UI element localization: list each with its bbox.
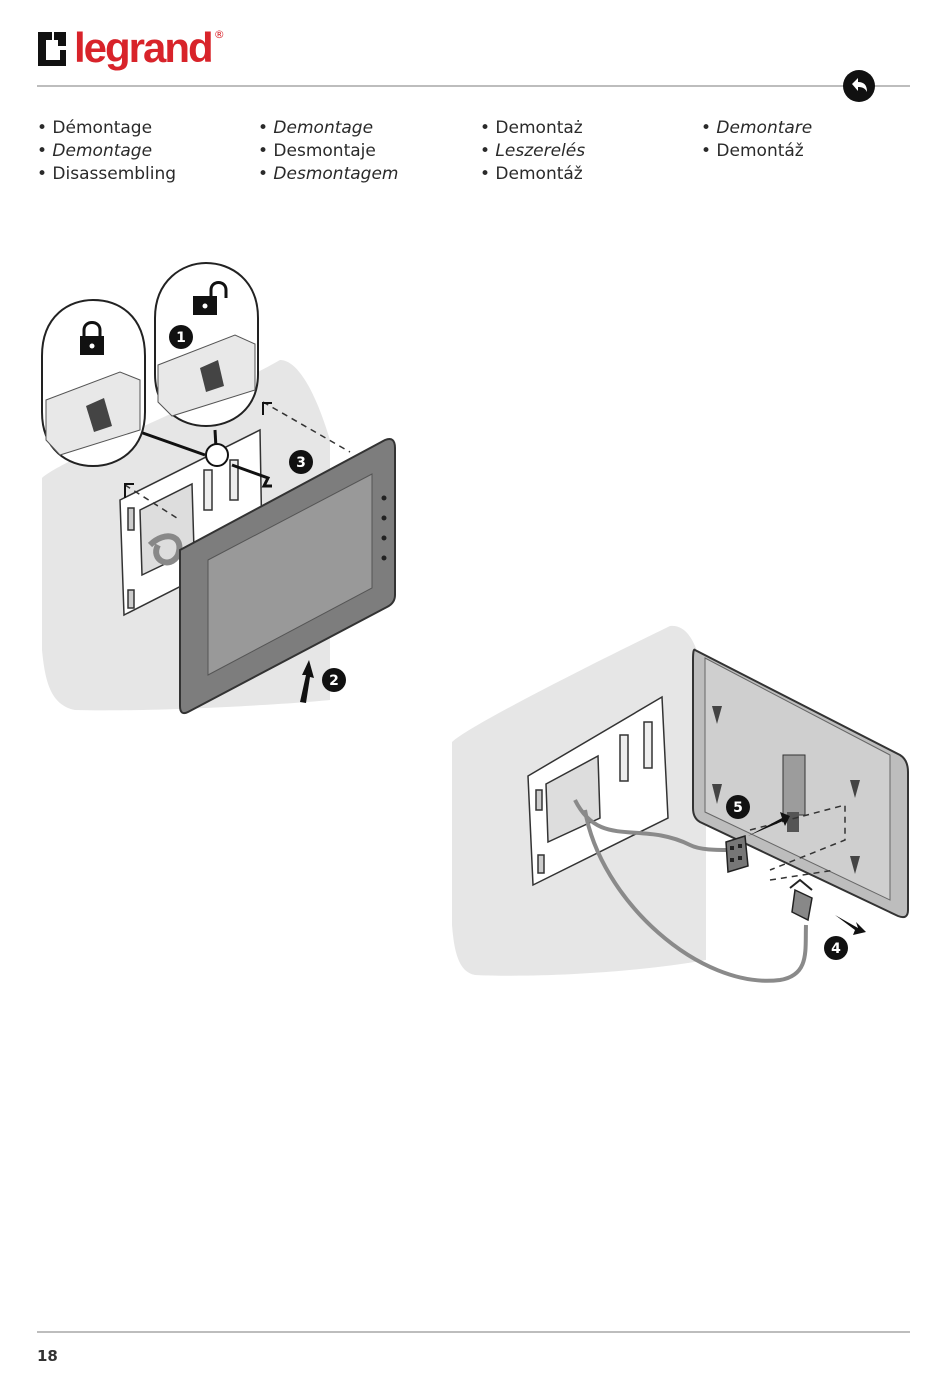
- step-badge-1: 1: [169, 325, 193, 349]
- registered-mark: ®: [213, 28, 225, 41]
- lock-icon: [80, 321, 104, 355]
- legrand-logo: legrand ®: [36, 24, 225, 71]
- lang-label: • Demontáž: [480, 164, 583, 184]
- svg-text:4: 4: [831, 941, 841, 957]
- zoom-bubble-locked: [41, 298, 146, 468]
- terminal-block: [725, 835, 749, 873]
- monitor-device: [179, 438, 396, 715]
- lang-label: • Leszerelés: [480, 141, 586, 161]
- back-arrow-icon: [852, 78, 867, 92]
- back-button[interactable]: [843, 70, 875, 102]
- power-jack: [789, 878, 813, 922]
- lang-column-2: • Demontage • Desmontaje • Desmontagem: [258, 117, 398, 186]
- step-badge-5: 5: [726, 795, 750, 819]
- step-badge-2: 2: [322, 668, 346, 692]
- lang-column-3: • Demontaż • Leszerelés • Demontáž: [480, 117, 585, 186]
- lang-label: • Desmontagem: [258, 164, 399, 184]
- lang-label: • Démontage: [37, 118, 153, 138]
- footer-rule: [37, 1331, 910, 1333]
- lang-label: • Desmontaje: [258, 141, 376, 161]
- brand-name: legrand: [74, 24, 214, 71]
- lang-label: • Demontare: [701, 118, 813, 138]
- lang-label: • Demontage: [258, 118, 374, 138]
- lang-label: • Demontage: [37, 141, 153, 161]
- svg-text:5: 5: [733, 800, 743, 816]
- lang-label: • Demontáž: [701, 141, 804, 161]
- zoom-bubble-unlocked: [154, 261, 259, 428]
- lang-label: • Disassembling: [37, 164, 177, 184]
- svg-text:2: 2: [329, 673, 339, 689]
- legrand-logo-mark: [38, 32, 66, 66]
- header-rule: [37, 85, 910, 87]
- svg-text:3: 3: [296, 455, 306, 471]
- illustration-remove-monitor: 1 2 3: [41, 261, 396, 715]
- unlock-icon: [193, 281, 228, 315]
- wall-bracket: [527, 695, 669, 887]
- step-badge-4: 4: [824, 936, 848, 960]
- svg-text:1: 1: [176, 330, 186, 346]
- lang-column-1: • Démontage • Demontage • Disassembling: [37, 117, 176, 186]
- illustration-disconnect-cables: 5 4: [452, 625, 909, 983]
- lang-label: • Demontaż: [480, 118, 583, 138]
- step-badge-3: 3: [289, 450, 313, 474]
- lang-column-4: • Demontare • Demontáž: [701, 117, 812, 163]
- monitor-back: [692, 648, 909, 919]
- page-number: 18: [37, 1347, 58, 1365]
